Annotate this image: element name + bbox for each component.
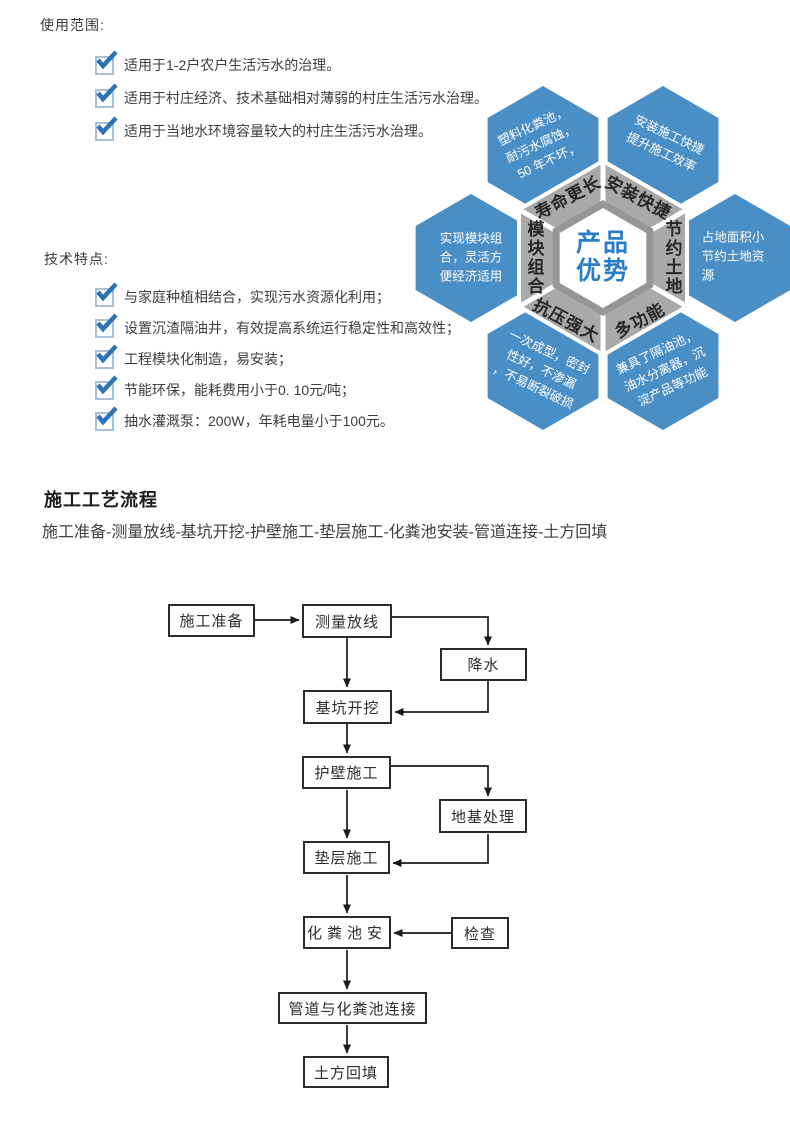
hexagon-east (679, 194, 790, 322)
hexagon-west (415, 194, 527, 322)
tech-item: 工程模块化制造，易安装； (95, 343, 292, 369)
check-glyph (96, 82, 118, 102)
hexagon-flower-graphic (415, 86, 790, 430)
product-advantages-diagram: 塑料化粪池，耐污水腐蚀，50 年不坏， 安装施工快捷提升施工效率 实现模块组合，… (413, 86, 790, 434)
flow-box-dewater: 降水 (440, 648, 527, 681)
check-glyph (96, 343, 118, 363)
flow-box-wall: 护壁施工 (302, 756, 391, 789)
checked-checkbox-icon (95, 405, 118, 431)
ring-label-e: 节约土地 (662, 220, 682, 296)
usage-item: 适用于村庄经济、技术基础相对薄弱的村庄生活污水治理。 (95, 82, 488, 108)
process-sequence: 施工准备-测量放线-基坑开挖-护壁施工-垫层施工-化粪池安装-管道连接-土方回填 (42, 524, 608, 541)
usage-heading: 使用范围: (40, 17, 105, 33)
tech-item: 与家庭种植相结合，实现污水资源化利用； (95, 281, 390, 307)
flow-box-inspect: 检查 (451, 917, 509, 949)
usage-item-text: 适用于1-2户农户生活污水的治理。 (124, 57, 341, 73)
checked-checkbox-icon (95, 374, 118, 400)
tech-item: 抽水灌溉泵：200W，年耗电量小于100元。 (95, 405, 394, 431)
flow-box-tank: 化粪池安 (303, 916, 391, 949)
tech-heading: 技术特点: (44, 251, 109, 267)
usage-item-text: 适用于当地水环境容量较大的村庄生活污水治理。 (124, 123, 432, 139)
hex-caption-w: 实现模块组合，灵活方便经济适用 (439, 231, 503, 284)
tech-item: 设置沉渣隔油井，有效提高系统运行稳定性和高效性； (95, 312, 460, 338)
checked-checkbox-icon (95, 115, 118, 141)
flow-box-prep: 施工准备 (168, 604, 255, 637)
flow-box-foundation: 地基处理 (439, 799, 527, 833)
usage-item-text: 适用于村庄经济、技术基础相对薄弱的村庄生活污水治理。 (124, 90, 488, 106)
tech-item: 节能环保，能耗费用小于0. 10元/吨； (95, 374, 356, 400)
check-glyph (96, 49, 118, 69)
check-glyph (96, 405, 118, 425)
flow-box-cushion: 垫层施工 (303, 841, 390, 874)
checked-checkbox-icon (95, 343, 118, 369)
check-glyph (96, 281, 118, 301)
check-glyph (96, 312, 118, 332)
usage-item: 适用于1-2户农户生活污水的治理。 (95, 49, 341, 75)
usage-item: 适用于当地水环境容量较大的村庄生活污水治理。 (95, 115, 432, 141)
flow-box-backfill: 土方回填 (303, 1056, 389, 1088)
arrow-lines (255, 616, 492, 1054)
tech-item-text: 节能环保，能耗费用小于0. 10元/吨； (124, 382, 356, 398)
check-glyph (96, 374, 118, 394)
tech-item-text: 抽水灌溉泵：200W，年耗电量小于100元。 (124, 413, 394, 429)
tech-item-text: 与家庭种植相结合，实现污水资源化利用； (124, 289, 390, 305)
tech-item-text: 工程模块化制造，易安装； (124, 351, 292, 367)
construction-flowchart: 施工准备 测量放线 降水 基坑开挖 护壁施工 地基处理 垫层施工 化粪池安 检查… (0, 590, 790, 1136)
flowchart-arrows (255, 616, 492, 1054)
checked-checkbox-icon (95, 49, 118, 75)
diagram-center-title: 产品优势 (575, 229, 631, 285)
flow-box-excavate: 基坑开挖 (303, 690, 392, 724)
process-heading: 施工工艺流程 (44, 490, 158, 510)
center-hexagon (552, 199, 654, 317)
flow-box-pipe: 管道与化粪池连接 (278, 992, 427, 1024)
ring-label-w: 模块组合 (524, 220, 544, 296)
checked-checkbox-icon (95, 82, 118, 108)
hex-caption-e: 占地面积小节约土地资源 (701, 230, 765, 283)
flow-box-survey: 测量放线 (302, 604, 392, 638)
check-glyph (96, 115, 118, 135)
tech-item-text: 设置沉渣隔油井，有效提高系统运行稳定性和高效性； (124, 320, 460, 336)
checked-checkbox-icon (95, 281, 118, 307)
checked-checkbox-icon (95, 312, 118, 338)
